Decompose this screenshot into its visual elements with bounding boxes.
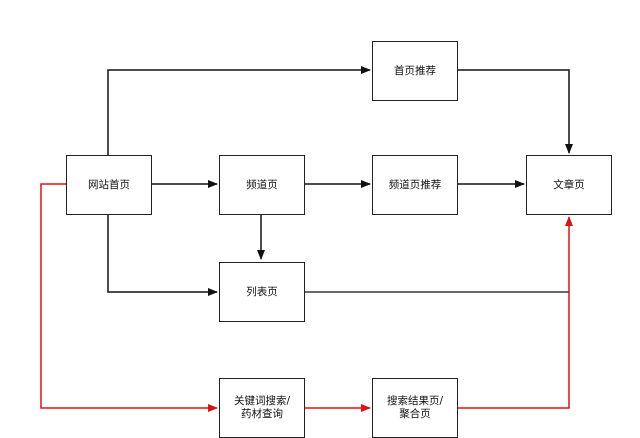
node-home-recommend-label: 首页推荐 — [394, 64, 436, 77]
node-home-recommend: 首页推荐 — [372, 41, 458, 101]
node-article-label: 文章页 — [553, 178, 585, 191]
edge-home-to-home-recommend — [107, 66, 371, 155]
edge-home-to-list — [107, 214, 218, 296]
node-channel: 频道页 — [219, 155, 305, 215]
node-channel-recommend: 频道页推荐 — [372, 155, 458, 215]
node-keyword-search: 关键词搜索/ 药材查询 — [219, 378, 305, 438]
edge-home-recommend-to-article — [458, 69, 573, 154]
node-keyword-search-label: 关键词搜索/ 药材查询 — [233, 395, 291, 420]
node-article: 文章页 — [526, 155, 612, 215]
edge-results-to-article — [458, 216, 573, 409]
edge-home-to-keyword-search — [40, 183, 218, 412]
node-channel-recommend-label: 频道页推荐 — [388, 178, 442, 191]
node-site-home-label: 网站首页 — [88, 178, 130, 191]
node-list-label: 列表页 — [246, 285, 278, 298]
node-search-results: 搜索结果页/ 聚合页 — [372, 378, 458, 438]
node-search-results-label: 搜索结果页/ 聚合页 — [386, 395, 444, 420]
node-list: 列表页 — [219, 262, 305, 322]
node-site-home: 网站首页 — [66, 155, 152, 215]
node-channel-label: 频道页 — [246, 178, 278, 191]
